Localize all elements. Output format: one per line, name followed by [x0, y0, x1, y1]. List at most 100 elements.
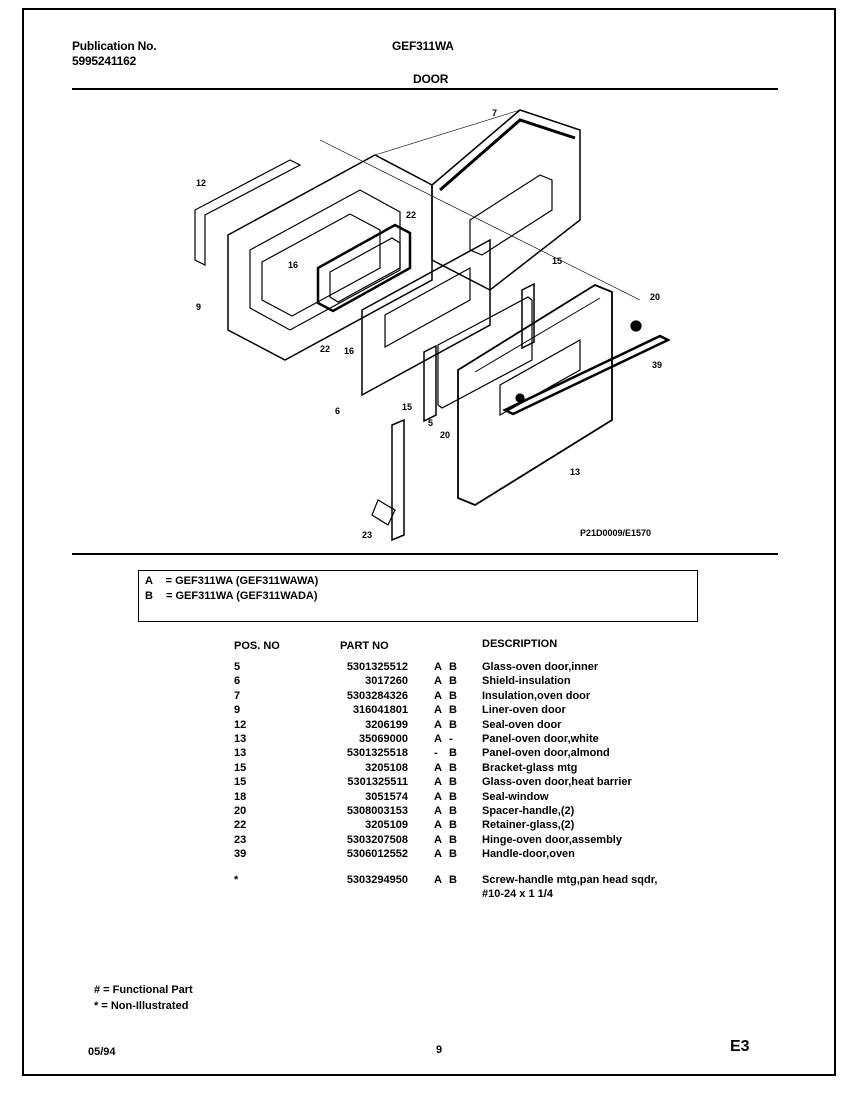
cell-a: A: [434, 733, 442, 745]
cell-a: A: [434, 761, 442, 774]
cell-pos: 13: [234, 733, 247, 745]
cell-desc: Retainer-glass,(2): [482, 819, 575, 832]
cell-desc: Seal-window: [482, 790, 549, 803]
table-row-extra: * 5303294950 A B Screw-handle mtg,pan he…: [234, 874, 658, 886]
cell-b: B: [449, 805, 457, 817]
drawing-reference: P21D0009/E1570: [580, 528, 651, 538]
cell-b: -: [449, 733, 453, 745]
cell-pos: 9: [234, 704, 241, 717]
cell-desc: Shield-insulation: [482, 675, 571, 688]
part-seal-oven-door: [194, 159, 302, 266]
cell-a: A: [434, 689, 442, 702]
cell-b: B: [449, 661, 457, 673]
cell-pos: 15: [234, 761, 247, 774]
cell-desc: Handle-door,oven: [482, 848, 575, 861]
legend-row-b: B = GEF311WA (GEF311WADA): [145, 590, 318, 602]
cell-part: 3206199: [365, 718, 408, 731]
cell-desc: Spacer-handle,(2): [482, 805, 575, 817]
cell-pos: 7: [234, 689, 241, 702]
cell-part: 5301325511: [347, 776, 408, 789]
cell-pos: 5: [234, 661, 241, 673]
cell-b: B: [449, 819, 457, 832]
cell-part: 5303284326: [346, 689, 408, 702]
cell-part: 316041801: [352, 704, 408, 717]
cell-a: A: [434, 718, 442, 731]
door-exploded-diagram: 7 12 22 16 9 22 16 15 20 39 6 15 5 20 13…: [194, 108, 671, 542]
table-row-extra-cont: #10-24 x 1 1/4: [482, 888, 553, 900]
cell-a: A: [434, 790, 442, 803]
cell-pos: 39: [234, 848, 247, 861]
cell-pos: 20: [234, 805, 247, 817]
cell-desc: Seal-oven door: [482, 718, 562, 731]
cell-b: B: [449, 675, 457, 688]
cell-part: 5301325512: [346, 661, 408, 673]
cell-b: B: [449, 776, 457, 789]
part-spacer-handle: [630, 320, 642, 332]
cell-b: B: [449, 848, 457, 861]
cell-b: B: [449, 718, 457, 731]
legend-row-a: A = GEF311WA (GEF311WAWA): [145, 575, 319, 587]
cell-part: 5306012552: [346, 848, 408, 861]
cell-desc: Glass-oven door,heat barrier: [482, 776, 632, 789]
publication-number: 5995241162: [72, 54, 137, 68]
page-number: 9: [436, 1044, 443, 1056]
col-pos-header: POS. NO: [234, 640, 280, 652]
section-title: DOOR: [413, 72, 449, 86]
cell-a: A: [434, 776, 442, 789]
part-liner-recess: [249, 189, 401, 331]
cell-b: B: [449, 761, 457, 774]
page-border: [22, 8, 836, 1076]
callout-39: 39: [652, 360, 662, 370]
table-row: 13 35069000 A- Panel-oven door,white: [0, 733, 864, 747]
cell-pos: 12: [234, 718, 247, 731]
publication-label: Publication No.: [72, 39, 157, 53]
date-code: 05/94: [88, 1046, 116, 1058]
cell-part: 35069000: [359, 733, 408, 745]
cell-b: B: [449, 833, 457, 846]
part-liner-oven-door: [227, 154, 433, 361]
part-glass-heat-barrier: [437, 296, 533, 409]
callout-9: 9: [196, 302, 201, 312]
cell-desc: Panel-oven door,white: [482, 733, 599, 745]
callout-16-bottom: 16: [344, 346, 354, 356]
callout-12: 12: [196, 178, 206, 188]
header-rule: [72, 88, 778, 90]
insulation-window-cut: [469, 174, 553, 256]
cell-part: 3017260: [365, 675, 408, 688]
cell-pos: 15: [234, 776, 247, 789]
cell-part: 5308003153: [346, 805, 408, 817]
cell-a: A: [434, 661, 442, 673]
col-desc-header: DESCRIPTION: [482, 638, 558, 650]
cell-pos: 22: [234, 819, 247, 832]
cell-pos: 6: [234, 675, 241, 688]
functional-part-note: # = Functional Part: [94, 984, 193, 996]
part-bracket-glass: [423, 344, 437, 423]
cell-pos: 23: [234, 833, 247, 846]
callout-16-top: 16: [288, 260, 298, 270]
cell-b: B: [449, 747, 457, 760]
cell-pos: 13: [234, 747, 247, 760]
col-part-header: PART NO: [340, 640, 389, 652]
cell-part: 3205109: [365, 819, 408, 832]
part-handle: [502, 334, 671, 416]
panel-window: [499, 338, 581, 417]
cell-desc: Liner-oven door: [482, 704, 566, 717]
cell-desc: Bracket-glass mtg: [482, 761, 578, 774]
cell-part: 3051574: [365, 790, 408, 803]
cell-b: B: [449, 704, 457, 717]
cell-desc: Insulation,oven door: [482, 689, 591, 702]
model-legend: A = GEF311WA (GEF311WAWA) B = GEF311WA (…: [138, 570, 698, 622]
cell-desc: Hinge-oven door,assembly: [482, 833, 622, 846]
cell-a: A: [434, 805, 442, 817]
part-shield-insulation: [361, 238, 491, 397]
